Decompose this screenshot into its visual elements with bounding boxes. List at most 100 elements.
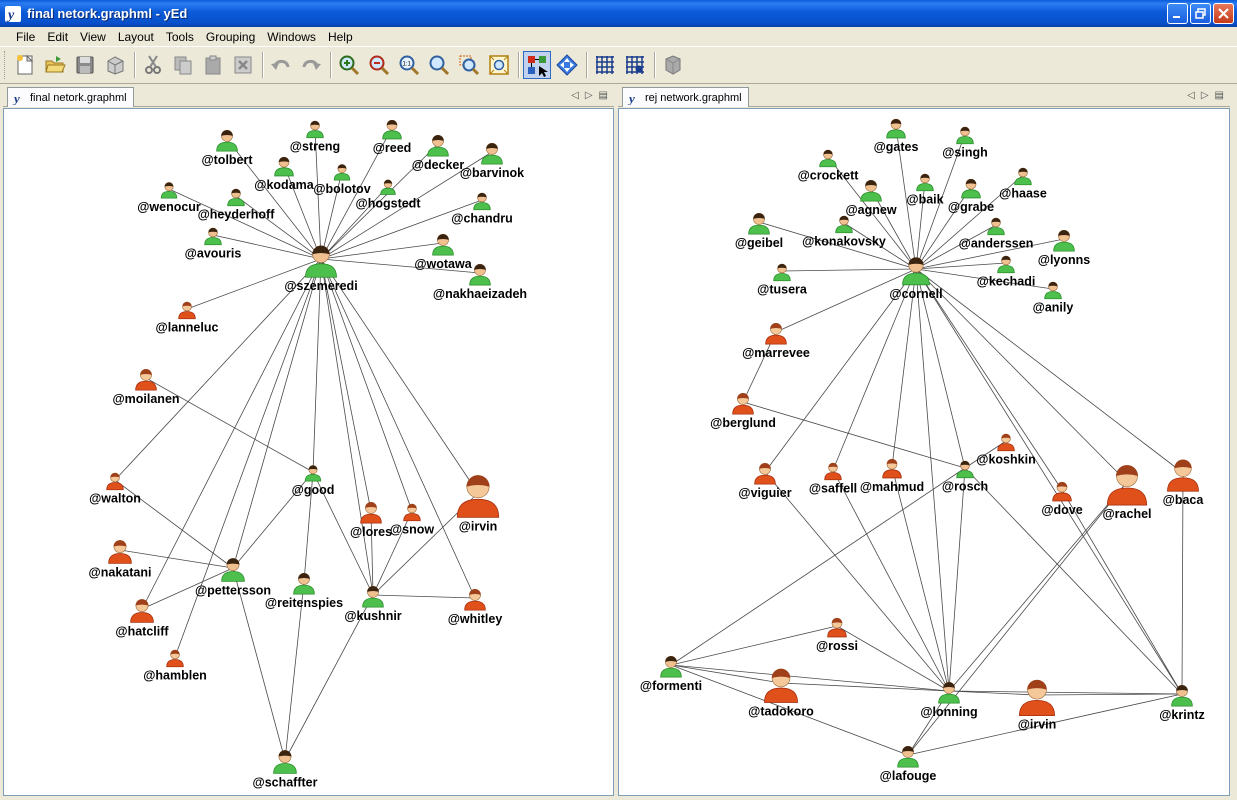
person-node-icon[interactable] <box>1044 281 1062 300</box>
person-node-icon[interactable] <box>204 227 222 246</box>
edge[interactable] <box>670 664 782 684</box>
menu-grouping[interactable]: Grouping <box>205 29 256 44</box>
graph-node[interactable]: @chandru <box>451 192 513 226</box>
edge[interactable] <box>1061 489 1183 695</box>
graph-node[interactable]: @singh <box>942 126 988 160</box>
person-node-icon[interactable] <box>227 188 245 207</box>
graph-node[interactable]: @rosch <box>942 460 988 494</box>
person-node-icon[interactable] <box>765 322 787 345</box>
scroll-tabs-right-icon[interactable]: ▷ <box>1200 90 1209 101</box>
edge[interactable] <box>320 185 389 260</box>
graph-node[interactable]: @wotawa <box>414 233 473 271</box>
edge[interactable] <box>964 467 1183 695</box>
menu-file[interactable]: File <box>16 29 36 44</box>
person-node-icon[interactable] <box>956 126 974 145</box>
graph-node[interactable]: @hatcliff <box>115 599 169 638</box>
person-node-icon[interactable] <box>860 179 882 202</box>
graph-node[interactable]: @schaffter <box>253 750 318 789</box>
graph-node[interactable]: @walton <box>89 472 141 506</box>
edge[interactable] <box>312 258 322 473</box>
graph-node[interactable]: @rachel <box>1102 465 1152 521</box>
edge[interactable] <box>915 262 1007 270</box>
person-node-icon[interactable] <box>221 558 245 582</box>
edge[interactable] <box>372 510 413 596</box>
graph-node[interactable]: @kechadi <box>977 255 1036 289</box>
edge[interactable] <box>314 127 322 260</box>
graph-node[interactable]: @formenti <box>640 655 702 693</box>
person-node-icon[interactable] <box>773 263 791 282</box>
person-node-icon[interactable] <box>473 192 491 211</box>
toolbar-grip[interactable] <box>4 51 7 79</box>
navigate-button[interactable] <box>553 51 581 79</box>
edge[interactable] <box>915 133 966 270</box>
edge[interactable] <box>232 258 322 569</box>
save-button[interactable] <box>71 51 99 79</box>
zoom-out-button[interactable] <box>365 51 393 79</box>
person-node-icon[interactable] <box>897 745 919 768</box>
person-node-icon[interactable] <box>754 462 776 485</box>
new-button[interactable] <box>11 51 39 79</box>
undo-button[interactable] <box>267 51 295 79</box>
graph-node[interactable]: @saffell <box>809 462 857 496</box>
edge[interactable] <box>915 268 1183 695</box>
edge[interactable] <box>915 268 950 692</box>
edge[interactable] <box>836 625 950 692</box>
graph-node[interactable]: @marrevee <box>742 322 810 360</box>
person-node-icon[interactable] <box>304 465 322 482</box>
edge[interactable] <box>670 664 950 692</box>
edge[interactable] <box>780 682 950 692</box>
edge[interactable] <box>670 664 909 756</box>
graph-node[interactable]: @good <box>292 465 335 497</box>
person-node-icon[interactable] <box>764 668 798 703</box>
graph-node[interactable]: @anily <box>1033 281 1074 315</box>
menu-layout[interactable]: Layout <box>117 29 154 44</box>
edge[interactable] <box>235 195 322 260</box>
edge[interactable] <box>915 268 1128 483</box>
graph-node[interactable]: @baik <box>906 173 944 207</box>
person-node-icon[interactable] <box>732 392 754 415</box>
graph-node[interactable]: @snow <box>390 503 434 537</box>
person-node-icon[interactable] <box>108 540 132 564</box>
zoom-in-button[interactable] <box>335 51 363 79</box>
edit-mode-button[interactable] <box>523 51 551 79</box>
person-node-icon[interactable] <box>106 472 124 491</box>
graph-node[interactable]: @pettersson <box>195 558 271 597</box>
edge[interactable] <box>1181 472 1184 695</box>
person-node-icon[interactable] <box>1052 481 1072 502</box>
person-node-icon[interactable] <box>130 599 154 623</box>
edge[interactable] <box>320 151 493 260</box>
redo-button[interactable] <box>297 51 325 79</box>
graph-node[interactable]: @moilanen <box>112 368 180 406</box>
graph-node[interactable]: @koshkin <box>976 433 1036 467</box>
person-node-icon[interactable] <box>987 217 1005 236</box>
edge[interactable] <box>907 481 1128 756</box>
edge[interactable] <box>114 258 322 481</box>
grid-button[interactable] <box>591 51 619 79</box>
edge[interactable] <box>948 467 966 692</box>
properties-button[interactable] <box>101 51 129 79</box>
person-node-icon[interactable] <box>333 164 351 181</box>
person-node-icon[interactable] <box>1171 684 1193 707</box>
graph-canvas-right[interactable]: @cornell@gates@singh@crockett@haase@agne… <box>618 108 1230 796</box>
tab-list-icon[interactable]: ▤ <box>598 90 608 101</box>
graph-node[interactable]: @tadokoro <box>748 668 814 719</box>
person-node-icon[interactable] <box>464 588 486 611</box>
graph-node[interactable]: @haase <box>999 167 1047 201</box>
graph-node[interactable]: @kodama <box>254 156 315 192</box>
edge[interactable] <box>891 466 950 692</box>
graph-node[interactable]: @streng <box>290 120 340 154</box>
menu-tools[interactable]: Tools <box>165 29 194 44</box>
edge[interactable] <box>870 188 917 270</box>
edge[interactable] <box>232 567 286 761</box>
person-node-icon[interactable] <box>819 149 837 168</box>
edge[interactable] <box>320 258 413 512</box>
edge[interactable] <box>915 268 1054 290</box>
snap-grid-button[interactable] <box>621 51 649 79</box>
edge[interactable] <box>948 690 1038 696</box>
edge[interactable] <box>303 471 314 583</box>
tab-final-network[interactable]: y final netork.graphml <box>7 87 134 107</box>
edge[interactable] <box>320 199 483 260</box>
graph-node[interactable]: @grabe <box>948 178 994 214</box>
person-node-icon[interactable] <box>293 572 315 595</box>
person-node-icon[interactable] <box>135 368 157 391</box>
